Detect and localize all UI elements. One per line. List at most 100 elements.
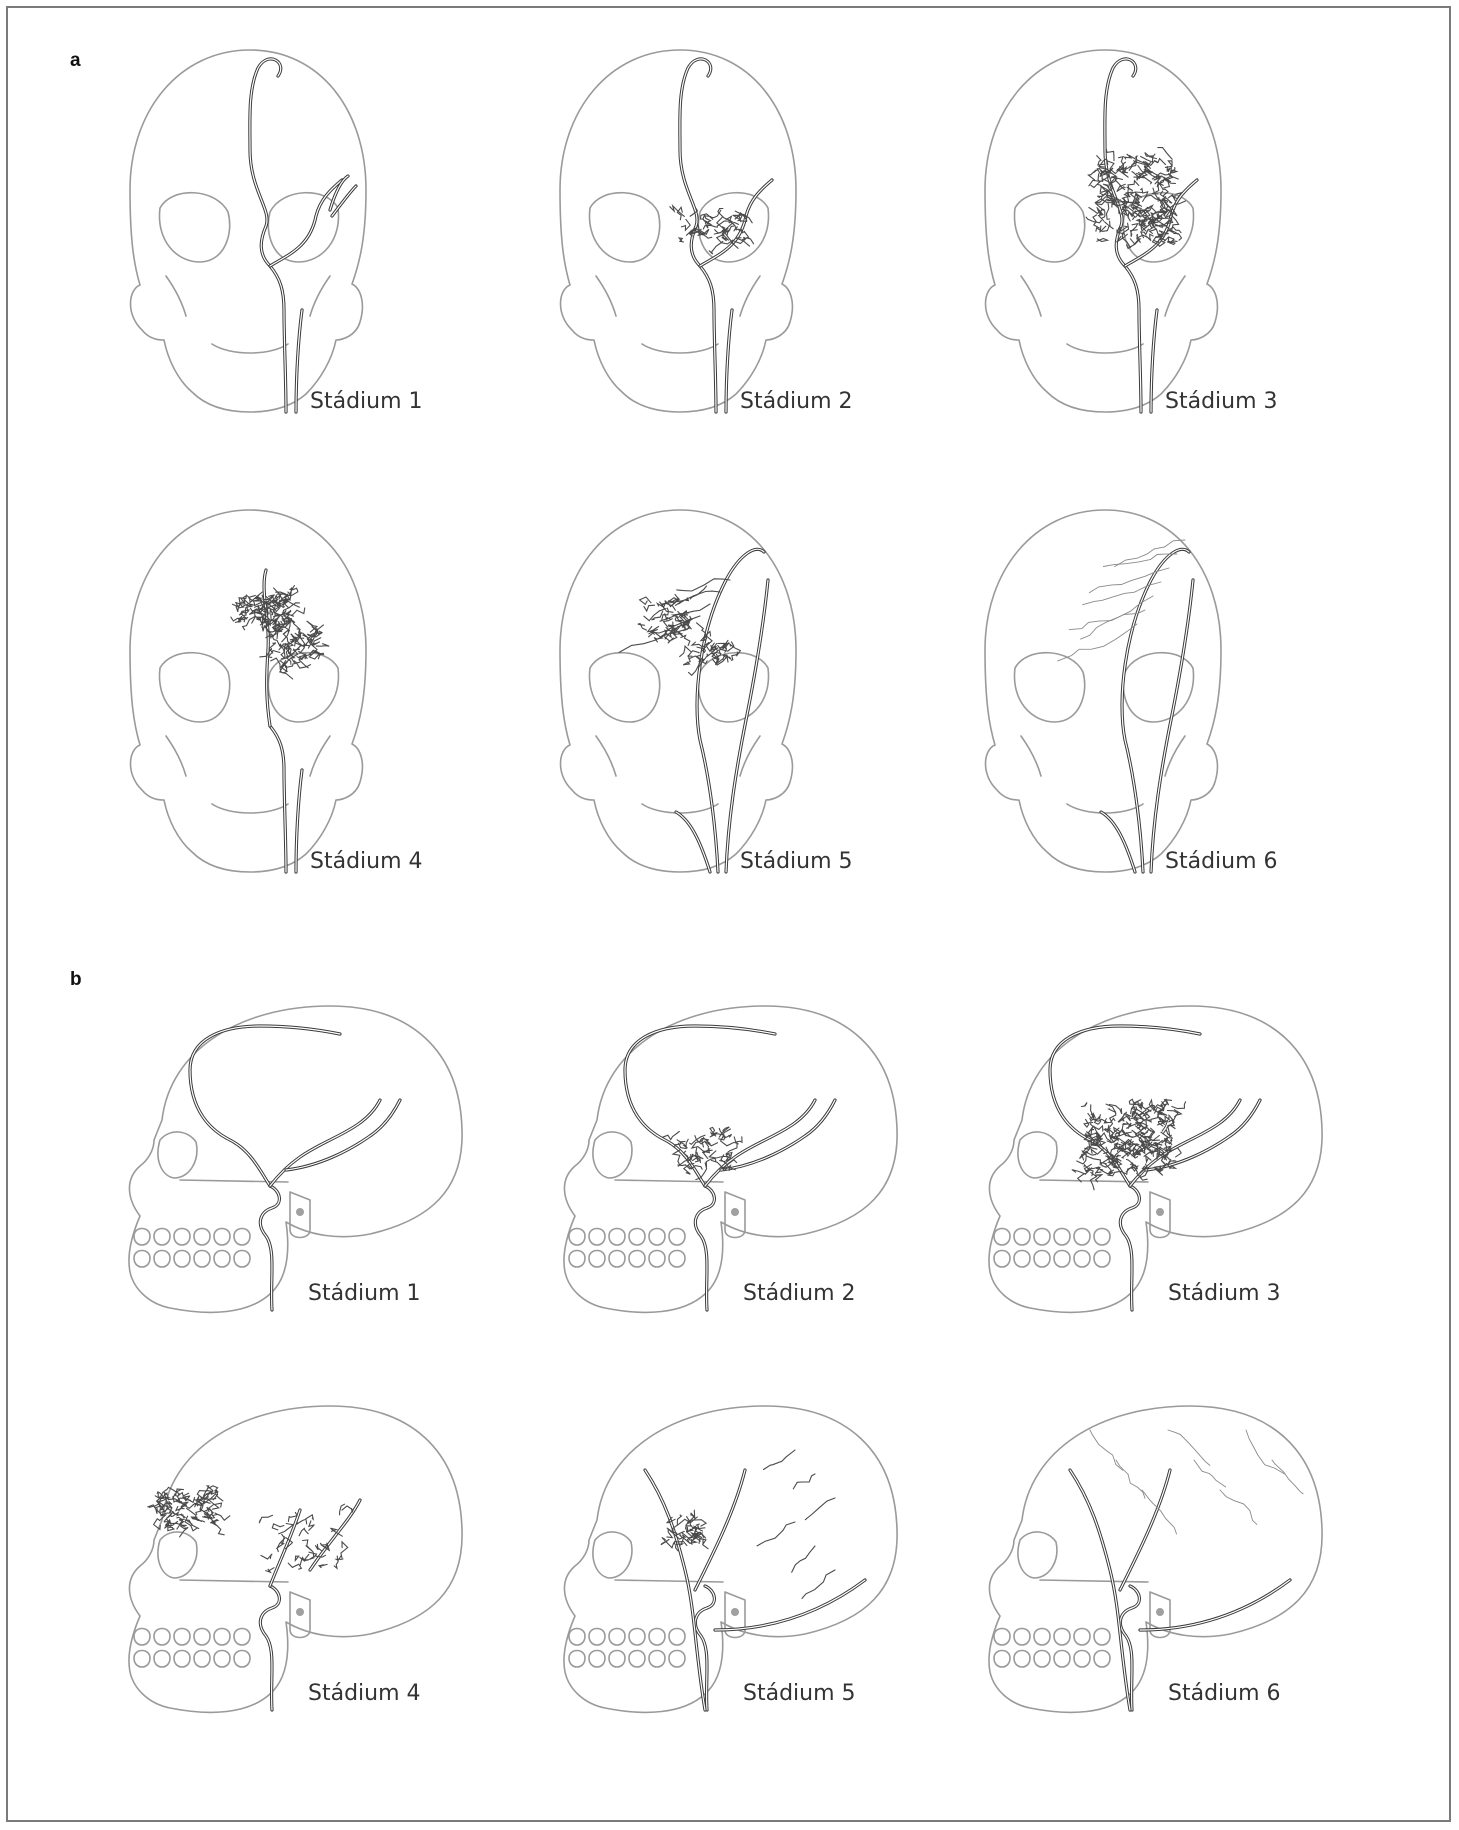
internal-carotid <box>270 266 286 412</box>
facial-branch-lumen <box>1101 812 1135 872</box>
facial-branch-lumen <box>676 812 710 872</box>
transdural-collateral <box>1272 1460 1303 1494</box>
moyamoya-vessels-peak <box>1072 1099 1186 1190</box>
stage-label-frontal-5: Stádium 5 <box>740 849 853 874</box>
panel-b-row-1: Stádium 1 Stádium 2 Stádium 3 <box>129 1006 1322 1312</box>
orbit-left <box>159 653 229 722</box>
stage-label-frontal-4: Stádium 4 <box>310 849 423 874</box>
panel-a-row-2: Stádium 4 Stádium 5 Stádium 6 <box>130 510 1278 874</box>
ear-canal-dot <box>731 1208 739 1216</box>
transdural-collateral <box>1220 1490 1257 1524</box>
carotid-siphon <box>260 1186 279 1310</box>
stage-label-lateral-5: Stádium 5 <box>743 1681 856 1706</box>
orbit <box>593 1532 632 1578</box>
pial-collateral <box>805 1498 835 1520</box>
aca <box>680 59 711 266</box>
ear-canal-dot <box>296 1208 304 1216</box>
orbit-right <box>698 193 768 262</box>
temporal-trunk <box>726 580 768 872</box>
carotid-siphon <box>695 1186 714 1310</box>
frontal-stage-5: Stádium 5 <box>560 510 853 874</box>
skull-outline <box>130 50 366 412</box>
frontal-stage-2: Stádium 2 <box>560 50 853 414</box>
internal-carotid <box>270 726 286 872</box>
aca <box>250 59 281 266</box>
ear-canal-dot <box>731 1608 739 1616</box>
orbit-left <box>589 193 659 262</box>
orbit-right <box>268 193 338 262</box>
frontal-stage-4: Stádium 4 <box>130 510 423 874</box>
orbit-left <box>159 193 229 262</box>
lateral-stage-2: Stádium 2 <box>564 1006 897 1312</box>
mca-lateral-lumen <box>270 1100 380 1186</box>
pial-collateral <box>757 1522 795 1546</box>
carotid-siphon <box>260 1586 279 1710</box>
pial-collateral <box>802 1570 835 1598</box>
mca-branches <box>330 176 356 216</box>
stage-label-lateral-4: Stádium 4 <box>308 1681 421 1706</box>
cheek-lines <box>596 276 760 353</box>
lateral-stage-1: Stádium 1 <box>129 1006 462 1312</box>
frontal-stage-1: Stádium 1 <box>130 50 423 414</box>
skull-outline <box>985 510 1221 872</box>
collateral-tufts <box>259 1504 353 1572</box>
orbit-left <box>589 653 659 722</box>
transdural-collateral <box>1142 1490 1177 1534</box>
stage-label-lateral-1: Stádium 1 <box>308 1281 421 1306</box>
stage-label-lateral-2: Stádium 2 <box>743 1281 856 1306</box>
stage-label-frontal-2: Stádium 2 <box>740 389 853 414</box>
ear-canal-dot <box>1156 1608 1164 1616</box>
external-collaterals-lumen <box>1070 1470 1290 1710</box>
frontal-stage-6: Stádium 6 <box>985 510 1278 874</box>
collateral-tuft-2 <box>680 623 741 676</box>
panel-letter-a: a <box>70 50 81 71</box>
teeth <box>569 1629 685 1668</box>
stage-label-lateral-6: Stádium 6 <box>1168 1681 1281 1706</box>
internal-carotid <box>700 266 716 412</box>
transdural-collateral <box>1116 1460 1145 1498</box>
mca-lateral-lumen <box>705 1100 815 1186</box>
skull-outline <box>130 510 366 872</box>
orbit <box>593 1132 632 1178</box>
external-collaterals-lumen <box>645 1470 865 1710</box>
ear-canal-dot <box>296 1608 304 1616</box>
pial-collateral <box>619 628 690 652</box>
pca-branches-lumen <box>270 1500 360 1586</box>
lateral-stage-3: Stádium 3 <box>989 1006 1322 1312</box>
stage-label-frontal-3: Stádium 3 <box>1165 389 1278 414</box>
teeth <box>994 1229 1110 1268</box>
panel-b-row-2: Stádium 4 Stádium 5 Stádium 6 <box>129 1406 1322 1712</box>
lateral-stage-4: Stádium 4 <box>129 1406 462 1712</box>
moyamoya-vessels-early <box>670 206 754 254</box>
orbit <box>158 1132 197 1178</box>
transdural-collateral <box>1194 1460 1226 1487</box>
orbit-left <box>1014 653 1084 722</box>
orbit-left <box>1014 193 1084 262</box>
cheek-lines <box>1021 276 1185 353</box>
skull-outline <box>560 50 796 412</box>
teeth <box>569 1229 685 1268</box>
frontal-stage-3: Stádium 3 <box>985 50 1278 414</box>
teeth <box>134 1229 250 1268</box>
orbit <box>158 1532 197 1578</box>
teeth <box>994 1629 1110 1668</box>
carotid-siphon <box>1120 1186 1139 1310</box>
internal-carotid <box>1125 266 1141 412</box>
panel-letter-b: b <box>70 969 82 990</box>
external-collaterals <box>645 1470 865 1710</box>
lateral-stage-6: Stádium 6 <box>989 1406 1322 1712</box>
orbit <box>1018 1132 1057 1178</box>
skull-outline <box>560 510 796 872</box>
lateral-stage-5: Stádium 5 <box>564 1406 897 1712</box>
teeth <box>134 1629 250 1668</box>
pca-branches <box>270 1500 360 1586</box>
cheek-lines <box>166 276 330 353</box>
facial-branch <box>676 812 710 872</box>
zygomatic-line <box>615 1580 723 1582</box>
stage-label-frontal-6: Stádium 6 <box>1165 849 1278 874</box>
transdural-collateral <box>1090 1430 1123 1470</box>
aca-lumen <box>250 59 281 266</box>
external-collaterals <box>1070 1470 1290 1710</box>
pial-collateral <box>792 1546 815 1572</box>
